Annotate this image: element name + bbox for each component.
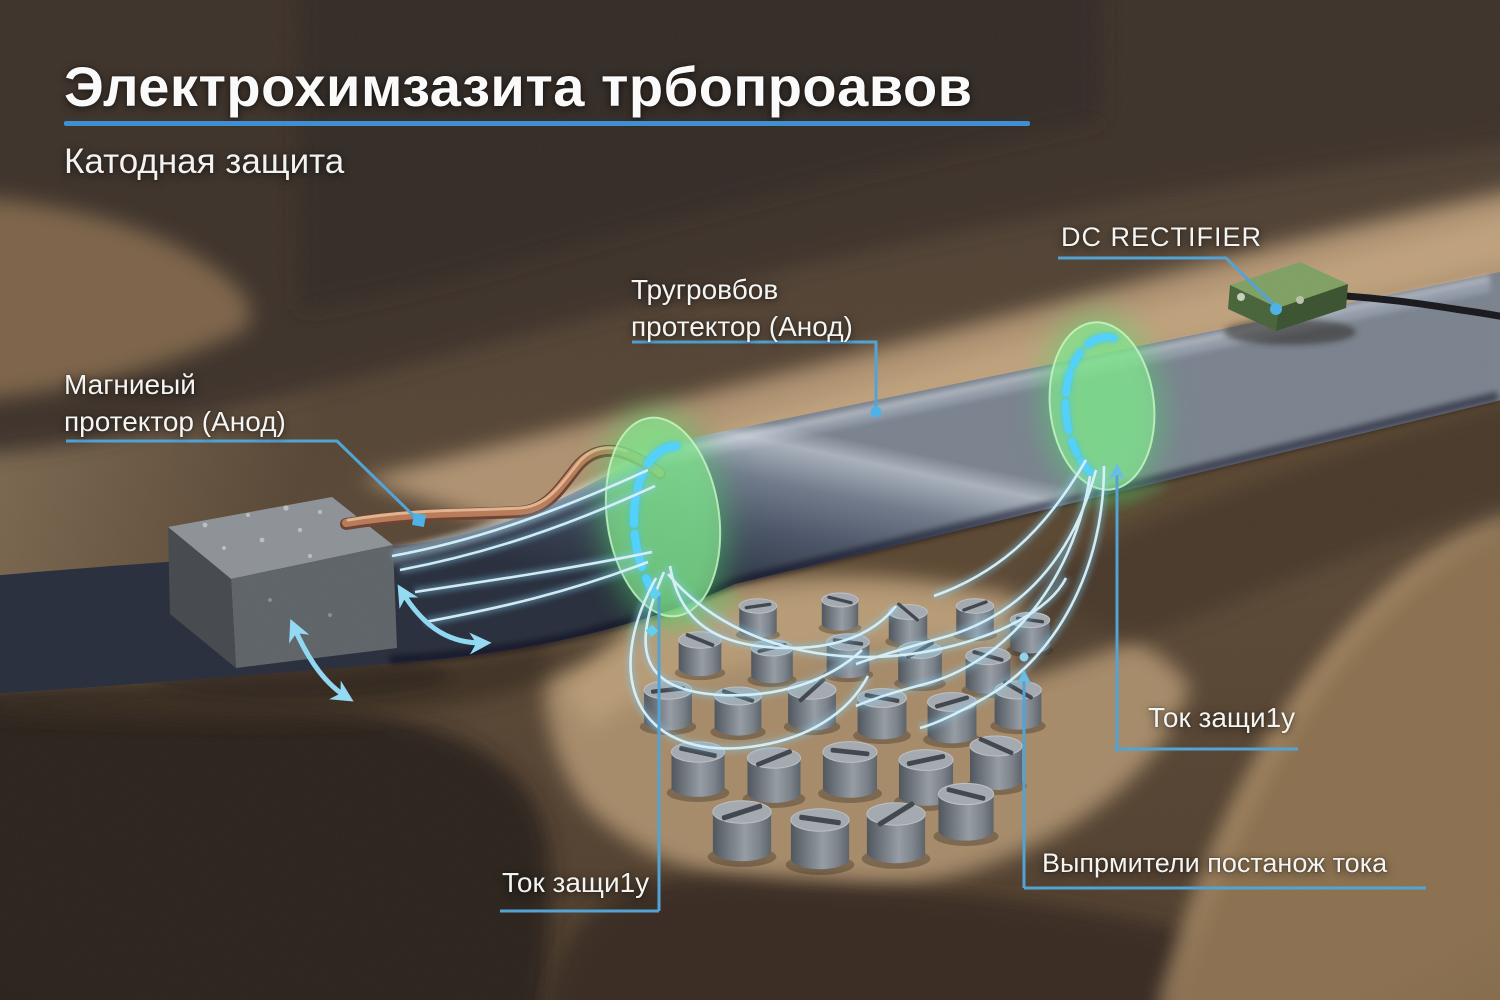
label-line: протектор (Анод): [64, 405, 286, 437]
label-groove-protector: Тругровбов протектор (Анод): [631, 272, 853, 346]
label-protection-current-left: Ток защи1у: [502, 867, 650, 898]
label-line: протектор (Анод): [631, 310, 853, 342]
title-underline: [64, 121, 1030, 126]
label-rectifiers-of-current: Выпрмители постанож тока: [1042, 848, 1388, 878]
label-magnesium-protector: Магниеый протектор (Анод): [64, 367, 286, 441]
label-protection-current-right: Ток защи1у: [1148, 702, 1296, 733]
label-line: Тругровбов: [631, 274, 779, 305]
page-subtitle: Катодная защита: [64, 142, 345, 181]
label-dc-rectifier: DC RECTIFIER: [1061, 222, 1262, 252]
page-title: Электрохимзазита трбопроавов: [64, 55, 973, 118]
label-line: Магниеый: [64, 369, 196, 400]
